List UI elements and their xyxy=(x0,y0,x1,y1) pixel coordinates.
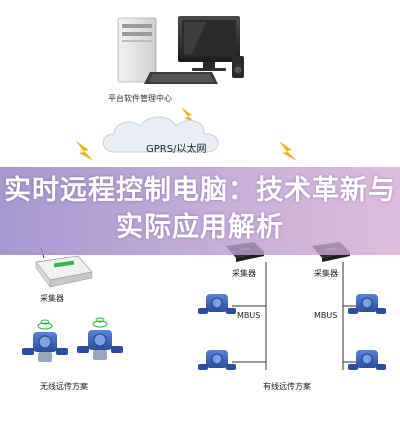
platform-center-label: 平台软件管理中心 xyxy=(108,94,172,103)
mbus-label: MBUS xyxy=(314,311,338,320)
wireless-solution-label: 无线远传方案 xyxy=(40,382,88,391)
wired-meter-icon xyxy=(348,350,386,370)
collector-label: 采集器 xyxy=(314,269,338,278)
collector-label: 采集器 xyxy=(232,269,256,278)
wireless-meter-icon xyxy=(77,317,123,360)
cloud-icon xyxy=(102,116,219,153)
wired-meter-icon xyxy=(198,350,236,370)
lightning-icon xyxy=(76,107,297,161)
collector-device-icon xyxy=(35,247,93,288)
wired-meter-icon xyxy=(348,294,386,314)
computer-icon xyxy=(117,16,244,84)
network-cloud-label: GPRS/以太网 xyxy=(146,144,207,155)
wired-meter-icon xyxy=(198,294,236,314)
banner-title: 实时远程控制电脑：技术革新与实际应用解析 xyxy=(4,175,396,243)
wireless-meter-icon xyxy=(22,319,68,362)
title-banner xyxy=(0,167,400,255)
collector-label: 采集器 xyxy=(40,294,64,303)
wired-solution-label: 有线远传方案 xyxy=(263,382,311,391)
mbus-label: MBUS xyxy=(237,311,261,320)
